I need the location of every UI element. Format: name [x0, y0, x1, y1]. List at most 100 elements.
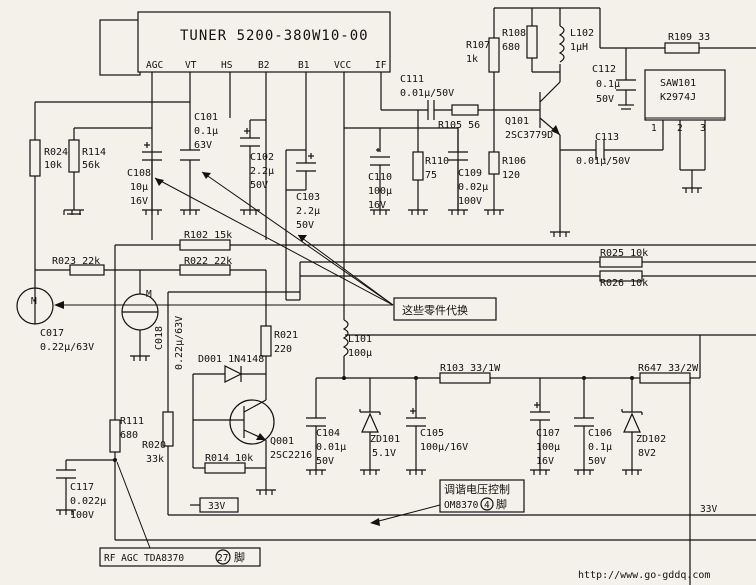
label-c017-name: C017: [40, 328, 64, 339]
label-c103-value: 2.2μ: [296, 206, 320, 217]
meter-c017-label: M: [31, 296, 37, 307]
ground-symbols-top: [63, 187, 702, 237]
label-c113-name: C113: [595, 132, 619, 143]
label-c111-value: 0.01μ/50V: [400, 88, 454, 99]
tuning-pin-number: 4: [484, 500, 490, 511]
saw-pins-wiring: [679, 120, 706, 188]
label-l101-name: L101: [348, 334, 372, 345]
label-c105-value: 100μ/16V: [420, 442, 468, 453]
label-r024-value: 10k: [44, 160, 62, 171]
label-c106-voltage: 50V: [588, 456, 606, 467]
label-r106-value: 120: [502, 170, 520, 181]
saw-filter-box: [644, 69, 726, 121]
resistor-r647: [639, 372, 691, 384]
resistor-r020: [162, 411, 174, 447]
label-r102: R102 15k: [184, 230, 232, 241]
resistor-r109: [664, 42, 700, 54]
capacitor-c105: [406, 408, 426, 427]
tuner-box: [137, 11, 391, 73]
label-c103-voltage: 50V: [296, 220, 314, 231]
saw-pin-1: 1: [651, 123, 657, 134]
label-r021-value: 220: [274, 344, 292, 355]
resistor-r021: [260, 325, 272, 357]
resistor-r107: [488, 37, 500, 73]
label-r111-value: 680: [120, 430, 138, 441]
left-wiring: [34, 101, 756, 420]
resistor-r106: [488, 151, 500, 175]
capacitor-c108: [142, 142, 162, 161]
resistor-r022: [179, 264, 231, 276]
resistor-r014: [204, 462, 246, 474]
capacitor-c109: [448, 128, 468, 210]
label-r022: R022 22k: [184, 256, 232, 267]
rf-agc-ic: RF AGC TDA8370: [104, 553, 184, 564]
label-c111-name: C111: [400, 74, 424, 85]
label-r024-name: R024: [44, 147, 68, 158]
label-c104-value: 0.01μ: [316, 442, 346, 453]
diode-d001: [193, 365, 266, 383]
capacitor-c111: [427, 100, 435, 120]
resistor-r105: [451, 104, 479, 116]
label-r110-value: 75: [425, 170, 437, 181]
rf-agc-pin-suffix: 脚: [234, 550, 245, 564]
replace-note-box: [393, 297, 497, 321]
tuner-pin-vcc: VCC: [334, 60, 351, 71]
resistor-r110: [412, 151, 424, 181]
label-c106-name: C106: [588, 428, 612, 439]
label-c018-group: C018: [154, 326, 165, 350]
resistor-r025: [599, 256, 643, 268]
label-c109-voltage: 100V: [458, 196, 482, 207]
label-c101-name: C101: [194, 112, 218, 123]
label-l102-value: 1μH: [570, 42, 588, 53]
label-c107-value: 100μ: [536, 442, 560, 453]
capacitor-c102: [240, 128, 260, 147]
replace-note-text: 这些零件代换: [402, 303, 468, 317]
resistor-r023: [69, 264, 105, 276]
capacitor-c106: [574, 417, 594, 427]
capacitor-c112: [616, 79, 636, 110]
label-r103: R103 33/1W: [440, 363, 501, 374]
label-c108-value: 10μ: [130, 182, 148, 193]
rf-agc-pin-circle: [215, 549, 231, 565]
resistor-r102: [179, 239, 231, 251]
resistor-r103: [439, 372, 491, 384]
label-c117-name: C117: [70, 482, 94, 493]
label-c112-name: C112: [592, 64, 616, 75]
label-c113-value: 0.01μ/50V: [576, 156, 630, 167]
v33-box-label: 33V: [208, 501, 225, 512]
power-wiring: [115, 334, 756, 585]
zener-zd101: [359, 409, 381, 433]
label-c107-name: C107: [536, 428, 560, 439]
label-r111-name: R111: [120, 416, 144, 427]
component-labels: R107 1k R108 680 L102 1μH R109 33 C112 0…: [40, 28, 710, 521]
tuner-pin-b2: B2: [258, 60, 269, 71]
label-r026: R026 10k: [600, 278, 648, 289]
label-l101-value: 100μ: [348, 348, 372, 359]
label-d001: D001 1N4148: [198, 354, 264, 365]
capacitor-c103: [296, 153, 316, 172]
label-r023: R023 22k: [52, 256, 100, 267]
tuning-pin-circle: [480, 497, 494, 511]
label-r105: R105 56: [438, 120, 480, 131]
transistor-q101: [539, 81, 561, 136]
resistor-r108: [526, 25, 538, 59]
label-r114-name: R114: [82, 147, 106, 158]
label-c017-value: 0.22μ/63V: [40, 342, 94, 353]
label-r107-value: 1k: [466, 54, 478, 65]
label-q001-part: 2SC2216: [270, 450, 312, 461]
label-c110-voltage: 16V: [368, 200, 386, 211]
label-l102-name: L102: [570, 28, 594, 39]
label-c110-value: 100μ: [368, 186, 392, 197]
q001-wiring: [167, 291, 300, 515]
saw-name: SAW101: [660, 78, 696, 89]
rf-agc-wiring: [56, 452, 116, 540]
resistor-r114: [68, 139, 80, 173]
tuner-pin-if: IF: [375, 60, 387, 71]
note-arrows: [60, 171, 394, 306]
tuner-connector: [99, 19, 141, 76]
rf-agc-pin-number: 27: [217, 553, 228, 564]
meter-c018-label: M: [146, 289, 152, 300]
label-c101-value: 0.1μ: [194, 126, 218, 137]
saw-part: K2974J: [660, 92, 696, 103]
